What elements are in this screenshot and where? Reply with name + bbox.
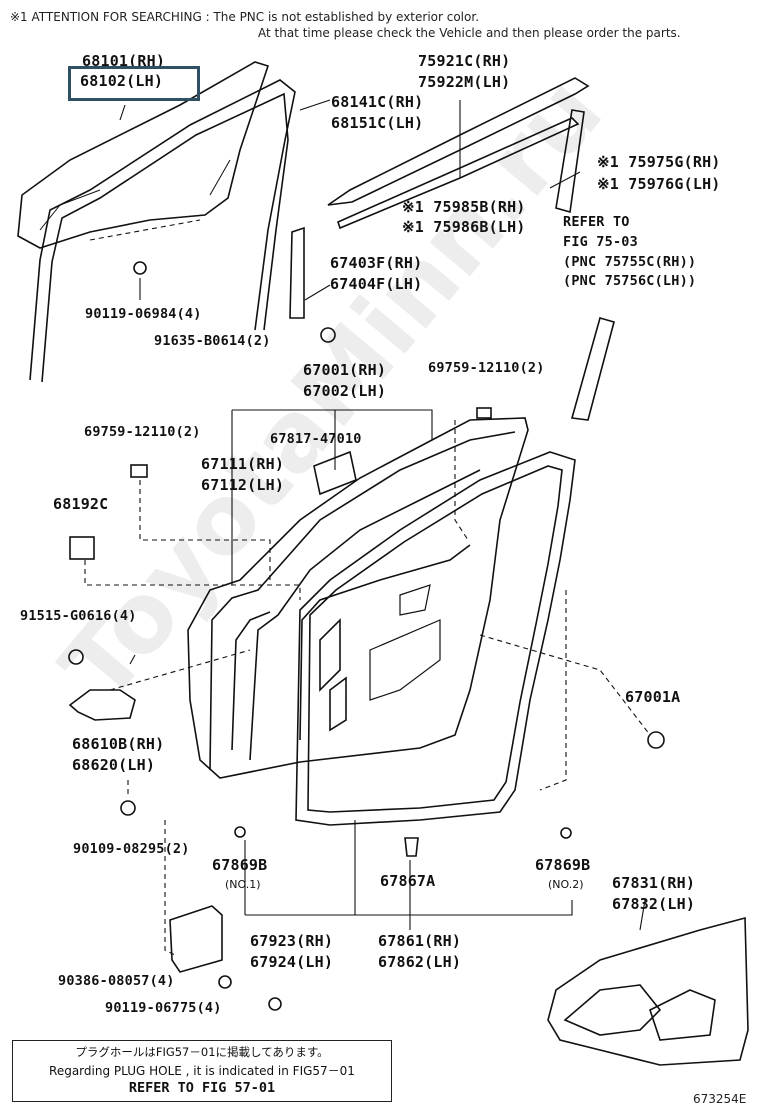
- attention-line-1: ※1 ATTENTION FOR SEARCHING : The PNC is …: [10, 10, 480, 24]
- label-67923[interactable]: 67923(RH): [250, 932, 334, 950]
- label-68620[interactable]: 68620(LH): [72, 756, 156, 774]
- label-67924[interactable]: 67924(LH): [250, 953, 334, 971]
- screw-90386: [218, 975, 232, 989]
- cover-67923: [169, 905, 223, 973]
- clip-68192c: [69, 536, 95, 560]
- label-68610b[interactable]: 68610B(RH): [72, 735, 165, 753]
- clip-69759-left: [130, 464, 148, 478]
- seal-67817: [313, 450, 357, 496]
- label-67831[interactable]: 67831(RH): [612, 874, 696, 892]
- label-75985b[interactable]: ※1 75985B(RH): [402, 198, 526, 216]
- label-90386-08057[interactable]: 90386-08057(4): [58, 973, 175, 989]
- glass-run-channel: [29, 79, 296, 383]
- label-67832[interactable]: 67832(LH): [612, 895, 696, 913]
- label-75922m[interactable]: 75922M(LH): [418, 73, 511, 91]
- label-pnc-75756c: (PNC 75756C(LH)): [563, 273, 697, 289]
- door-check-68610: [68, 689, 136, 721]
- label-75975g[interactable]: ※1 75975G(RH): [597, 153, 721, 171]
- pillar-garnish-upper: [555, 109, 585, 214]
- label-67862[interactable]: 67862(LH): [378, 953, 462, 971]
- service-hole-cover: [547, 916, 749, 1066]
- note-jp-text: プラグホールはFIG57－01に掲載してあります。: [75, 1045, 329, 1059]
- label-67404f[interactable]: 67404F(LH): [330, 275, 423, 293]
- label-67403f[interactable]: 67403F(RH): [330, 254, 423, 272]
- label-refer-to: REFER TO: [563, 214, 630, 230]
- label-67867a[interactable]: 67867A: [380, 872, 436, 890]
- label-67001a[interactable]: 67001A: [625, 688, 681, 706]
- label-68141c[interactable]: 68141C(RH): [331, 93, 424, 111]
- label-67002[interactable]: 67002(LH): [303, 382, 387, 400]
- attention-line-2: At that time please check the Vehicle an…: [258, 26, 681, 40]
- leader-lines-dashed: [84, 219, 651, 956]
- division-bar: [289, 226, 305, 319]
- plug-hole-note-box: プラグホールはFIG57－01に掲載してあります。 Regarding PLUG…: [12, 1040, 392, 1102]
- bolt-91635: [320, 327, 336, 343]
- screw-90119-06775: [268, 997, 282, 1011]
- note-refer-link[interactable]: REFER TO FIG 57-01: [128, 1080, 276, 1096]
- door-weatherstrip: [295, 451, 576, 826]
- clip-67867a: [404, 837, 419, 857]
- label-fig-75-03[interactable]: FIG 75-03: [563, 234, 638, 250]
- bolt-90109: [120, 800, 136, 816]
- label-69759-left[interactable]: 69759-12110(2): [84, 424, 201, 440]
- figure-id: 673254E: [693, 1092, 747, 1106]
- label-68102[interactable]: 68102(LH): [80, 72, 164, 90]
- highlight-box-68102: [68, 66, 200, 101]
- pillar-garnish-lower: [570, 317, 615, 421]
- label-90119-06775[interactable]: 90119-06775(4): [105, 1000, 222, 1016]
- label-no1: (NO.1): [225, 878, 261, 891]
- label-90109-08295[interactable]: 90109-08295(2): [73, 841, 190, 857]
- label-68101[interactable]: 68101(RH): [82, 52, 166, 70]
- door-shell: [187, 417, 529, 779]
- label-67869b-no1[interactable]: 67869B: [212, 856, 268, 874]
- leader-lines-solid: [119, 99, 646, 931]
- label-75976g[interactable]: ※1 75976G(LH): [597, 175, 721, 193]
- label-67817-47010[interactable]: 67817-47010: [270, 431, 362, 447]
- label-68192c[interactable]: 68192C: [53, 495, 109, 513]
- screw-90119-06984: [133, 261, 147, 275]
- clip-69759-right: [476, 407, 492, 419]
- note-en-text: Regarding PLUG HOLE , it is indicated in…: [49, 1064, 355, 1078]
- label-68151c[interactable]: 68151C(LH): [331, 114, 424, 132]
- label-67869b-no2[interactable]: 67869B: [535, 856, 591, 874]
- clip-67869b-no2: [560, 827, 572, 839]
- label-no2: (NO.2): [548, 878, 584, 891]
- label-75986b[interactable]: ※1 75986B(LH): [402, 218, 526, 236]
- label-91635-b0614[interactable]: 91635-B0614(2): [154, 333, 271, 349]
- label-91515-g0616[interactable]: 91515-G0616(4): [20, 608, 137, 624]
- label-75921c[interactable]: 75921C(RH): [418, 52, 511, 70]
- label-67861[interactable]: 67861(RH): [378, 932, 462, 950]
- label-pnc-75755c: (PNC 75755C(RH)): [563, 254, 697, 270]
- plug-67001a: [647, 731, 665, 749]
- label-90119-06984[interactable]: 90119-06984(4): [85, 306, 202, 322]
- bolt-91515: [68, 649, 84, 665]
- label-67111[interactable]: 67111(RH): [201, 455, 285, 473]
- label-67112[interactable]: 67112(LH): [201, 476, 285, 494]
- label-69759-right[interactable]: 69759-12110(2): [428, 360, 545, 376]
- clip-67869b-no1: [234, 826, 246, 838]
- label-67001[interactable]: 67001(RH): [303, 361, 387, 379]
